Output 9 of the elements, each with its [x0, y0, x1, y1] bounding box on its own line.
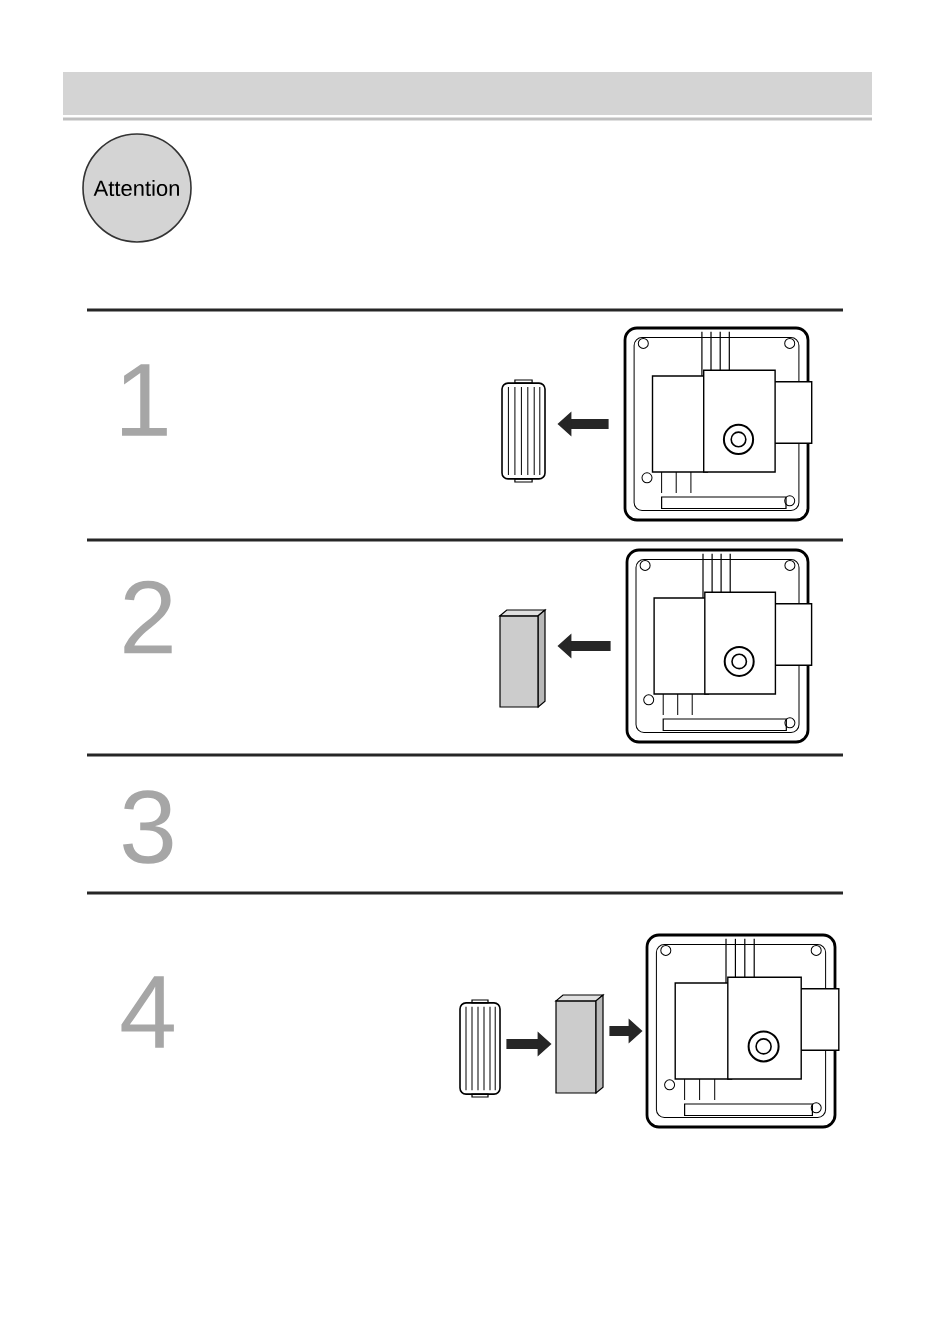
step-number: 3: [123, 790, 173, 864]
device-drawing: [625, 548, 813, 744]
device-drawing: [623, 326, 813, 522]
filter-drawing: [501, 379, 546, 483]
step-number: 1: [122, 364, 167, 436]
filter-drawing: [459, 999, 501, 1098]
step-number: 4: [121, 976, 174, 1048]
step-number: 2: [124, 580, 172, 654]
device-drawing: [645, 933, 840, 1129]
